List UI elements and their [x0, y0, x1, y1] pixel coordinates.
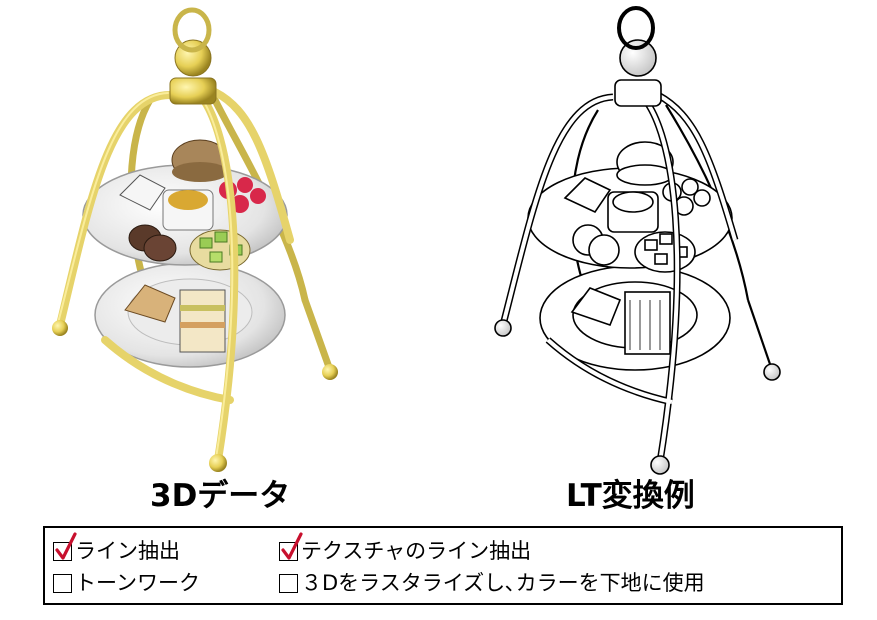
checkmark-icon	[55, 531, 77, 560]
checkbox-texture-line-extraction[interactable]	[279, 531, 303, 561]
stand-lt	[494, 6, 781, 475]
option-label: トーンワーク	[75, 571, 200, 595]
caption-lt-example: LT変換例	[566, 478, 695, 514]
option-rasterize-3d[interactable]: ３Dをラスタライズし､カラーを下地に使用	[279, 569, 705, 597]
option-texture-line-extraction[interactable]: テクスチャのライン抽出	[279, 531, 532, 565]
option-label: テクスチャのライン抽出	[301, 539, 532, 563]
checkbox-tone-work[interactable]	[53, 573, 72, 593]
stand-3d	[52, 7, 338, 472]
option-line-extraction[interactable]: ライン抽出	[53, 531, 180, 565]
checkbox-rasterize-3d[interactable]	[279, 573, 298, 593]
illustrations	[52, 6, 781, 475]
option-label: ３Dをラスタライズし､カラーを下地に使用	[301, 571, 705, 595]
options-panel: ライン抽出 トーンワーク テクスチャのライン抽出 ３Dをラスタライズし､カラーを…	[43, 526, 843, 605]
checkbox-line-extraction[interactable]	[53, 531, 77, 561]
caption-3d-data: 3Dデータ	[150, 478, 291, 514]
checkmark-icon	[281, 531, 303, 560]
option-tone-work[interactable]: トーンワーク	[53, 569, 200, 597]
option-label: ライン抽出	[75, 539, 180, 563]
